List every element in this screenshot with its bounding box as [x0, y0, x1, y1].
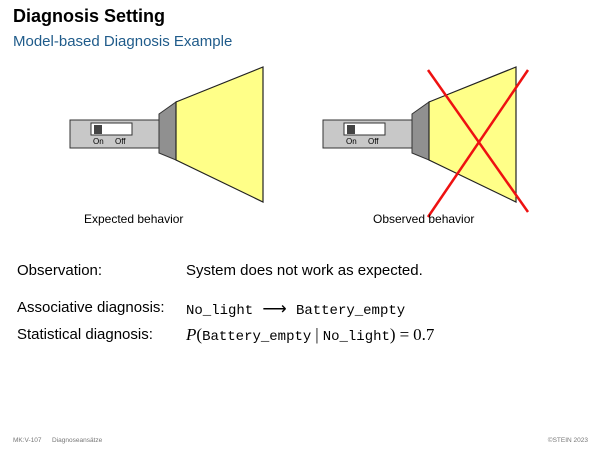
statistical-event: Battery_empty [202, 329, 312, 345]
flashlight-expected: On Off [62, 60, 332, 220]
observation-value: System does not work as expected. [186, 262, 423, 279]
cross-line-1 [426, 69, 530, 213]
close-paren: ) [389, 325, 396, 344]
given-bar: | [315, 325, 319, 344]
footer-section: Diagnoseansätze [52, 437, 103, 444]
switch-off-label: Off [115, 137, 126, 146]
switch-off-label: Off [368, 137, 379, 146]
caption-expected: Expected behavior [84, 212, 184, 226]
footer-page: MK:V-107 [13, 437, 42, 444]
associative-rhs: Battery_empty [295, 303, 406, 319]
implication-arrow: ⟶ [262, 299, 287, 318]
probability-symbol: P [186, 325, 197, 344]
observation-label: Observation: [17, 262, 103, 279]
switch-on-label: On [93, 137, 104, 146]
flashlight-expected-icon: On Off [69, 66, 264, 203]
caption-observed: Observed behavior [373, 212, 475, 226]
cross-line-2 [426, 69, 530, 218]
associative-formula: No_light ⟶ Battery_empty [186, 299, 405, 319]
flashlight-observed: On Off [315, 60, 585, 220]
equals-sign: = [399, 325, 410, 344]
slide-subtitle: Model-based Diagnosis Example [13, 33, 233, 50]
statistical-formula: P(Battery_empty|No_light)=0.7 [186, 325, 434, 345]
statistical-label: Statistical diagnosis: [17, 326, 153, 343]
statistical-value: 0.7 [413, 325, 435, 344]
slide-title: Diagnosis Setting [13, 6, 166, 26]
footer-copyright: ©STEIN 2023 [547, 437, 588, 444]
switch-on-label: On [346, 137, 357, 146]
open-paren: ( [196, 325, 203, 344]
associative-label: Associative diagnosis: [17, 299, 165, 316]
flashlight-observed-icon: On Off [322, 66, 530, 218]
associative-lhs: No_light [186, 303, 254, 319]
statistical-given: No_light [322, 329, 390, 345]
